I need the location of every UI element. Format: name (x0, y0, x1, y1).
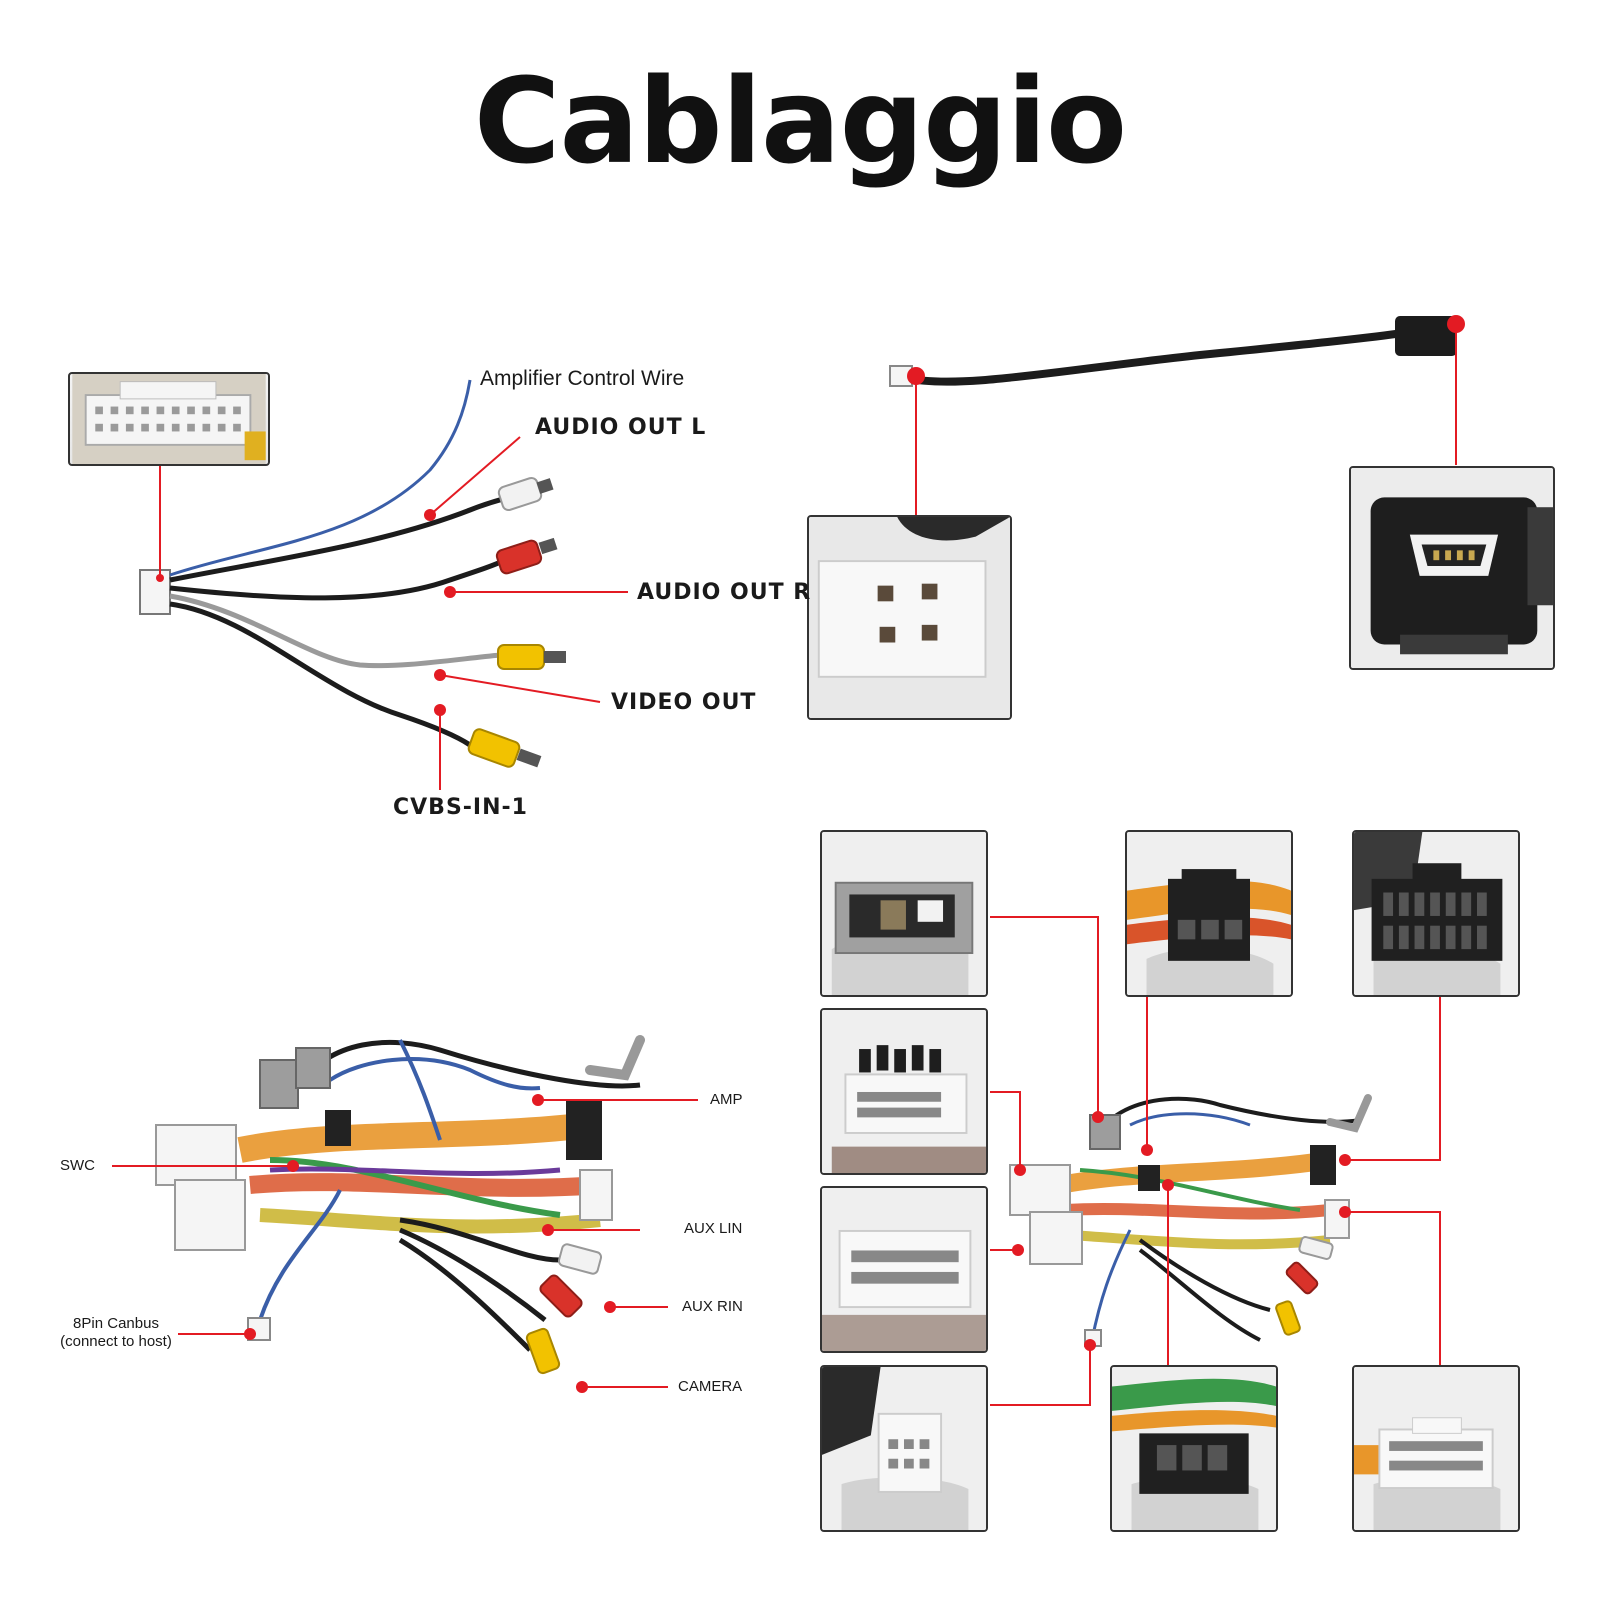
amplifier-wire (169, 379, 472, 577)
harness-gray-connector (259, 1059, 299, 1109)
harness-origin-connector (139, 569, 171, 615)
rca-plug-icon (495, 537, 558, 575)
usb-cable-wire (904, 328, 1411, 386)
main-harness-left (112, 1035, 698, 1393)
cvbs-in-1-label: CVBS-IN-1 (393, 795, 528, 820)
video-out-wire (169, 593, 501, 669)
aux-lin-label: AUX LIN (684, 1220, 743, 1237)
audio-l-wire (169, 494, 511, 583)
audio-out-r-label: AUDIO OUT R (637, 580, 812, 605)
connector-photo-icon (807, 515, 1012, 720)
harness-white-connector (155, 1124, 237, 1186)
connector-photo-icon (1352, 1365, 1520, 1532)
aux-rin-label: AUX RIN (682, 1298, 743, 1315)
swc-label: SWC (60, 1157, 95, 1174)
amplifier-control-wire-label: Amplifier Control Wire (480, 367, 685, 390)
connector-photo-icon (820, 1008, 988, 1175)
connector-photo-icon (1110, 1365, 1278, 1532)
connector-photo-icon (820, 1365, 988, 1532)
connector-photo-icon (820, 1186, 988, 1353)
rca-plug-icon (467, 728, 542, 768)
connector-photo-icon (68, 372, 270, 466)
page-title: Cablaggio (473, 52, 1127, 190)
rca-plug-icon (497, 644, 566, 670)
camera-label: CAMERA (678, 1378, 743, 1395)
connector-photo-icon (820, 830, 988, 997)
main-harness-right (990, 916, 1441, 1406)
amp-label: AMP (710, 1091, 743, 1108)
rca-plug-icon (497, 476, 554, 512)
canbus-label-line1: 8Pin Canbus (73, 1315, 159, 1332)
canbus-label-line2: (connect to host) (60, 1333, 172, 1350)
cvbs-in-wire (169, 601, 472, 748)
connector-photo-icon (1352, 830, 1520, 997)
video-out-label: VIDEO OUT (611, 690, 757, 715)
rca-harness (139, 379, 628, 790)
connector-photo-icon (1125, 830, 1293, 997)
canbus-label: 8Pin Canbus (connect to host) (56, 1315, 176, 1351)
usb-cable-plug (1395, 316, 1457, 356)
harness-black-connector (566, 1100, 602, 1160)
audio-r-wire (169, 557, 507, 601)
audio-out-l-label: AUDIO OUT L (535, 415, 707, 440)
mini-usb-port-icon (1349, 466, 1555, 670)
usb-cable (889, 315, 1465, 515)
